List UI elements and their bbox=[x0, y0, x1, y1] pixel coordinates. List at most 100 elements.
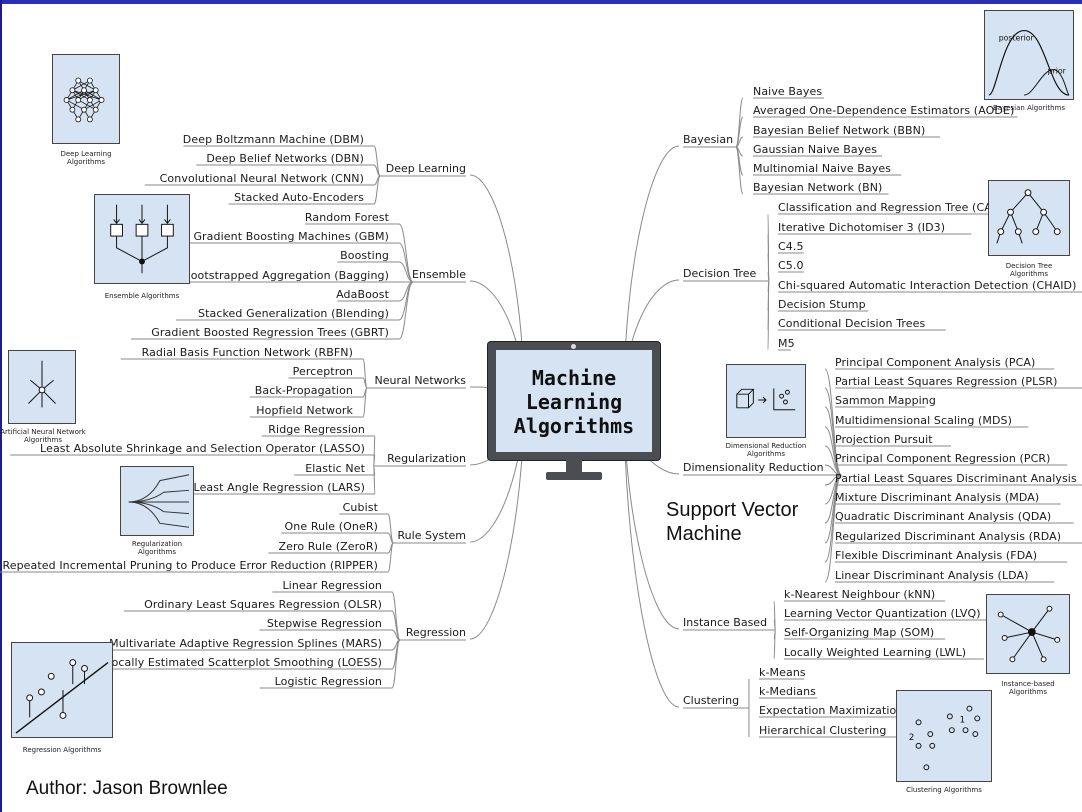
algorithm-item: Convolutional Neural Network (CNN) bbox=[159, 172, 364, 185]
algorithm-item: Classification and Regression Tree (CART… bbox=[778, 201, 1011, 214]
algorithm-item: Bayesian Belief Network (BBN) bbox=[753, 124, 926, 137]
tree-icon bbox=[996, 189, 1061, 244]
algorithm-item: Chi-squared Automatic Interaction Detect… bbox=[778, 279, 1077, 292]
distribution-curves-icon: posterior prior bbox=[988, 29, 1070, 96]
clusters-icon: 1 2 bbox=[909, 705, 981, 771]
bayesian-thumbnail: posterior prior bbox=[984, 10, 1074, 100]
regularization-caption: Regularization Algorithms bbox=[131, 540, 183, 556]
algorithm-item: Gaussian Naive Bayes bbox=[753, 143, 878, 156]
algorithm-item: Naive Bayes bbox=[753, 85, 823, 98]
cluster-label-2: 2 bbox=[909, 733, 915, 743]
algorithm-item: Deep Boltzmann Machine (DBM) bbox=[182, 133, 364, 146]
instance-based-thumbnail bbox=[986, 594, 1070, 674]
algorithm-item: Linear Discriminant Analysis (LDA) bbox=[835, 569, 1029, 582]
algorithm-item: Locally Estimated Scatterplot Smoothing … bbox=[105, 656, 382, 669]
algorithm-item: Random Forest bbox=[304, 211, 389, 224]
deep-learning-thumbnail bbox=[52, 54, 120, 144]
title-line-1: Machine bbox=[531, 366, 617, 390]
algorithm-item: Hopfield Network bbox=[256, 404, 353, 417]
algorithm-item: Gradient Boosted Regression Trees (GBRT) bbox=[151, 326, 389, 339]
algorithm-item: Stacked Generalization (Blending) bbox=[197, 307, 389, 320]
algorithm-item: Partial Least Squares Regression (PLSR) bbox=[835, 375, 1058, 388]
algorithm-item: Self-Organizing Map (SOM) bbox=[784, 626, 935, 639]
dimensional-reduction-thumbnail bbox=[726, 364, 806, 438]
algorithm-item: Conditional Decision Trees bbox=[778, 317, 926, 330]
clustering-thumbnail: 1 2 bbox=[896, 690, 992, 782]
monitor-camera-dot bbox=[571, 344, 576, 349]
algorithm-item: Hierarchical Clustering bbox=[759, 724, 887, 737]
algorithm-item: M5 bbox=[778, 337, 795, 350]
ensemble-icon bbox=[110, 204, 174, 274]
algorithm-item: Mixture Discriminant Analysis (MDA) bbox=[835, 491, 1040, 504]
nearest-neighbor-icon bbox=[997, 605, 1061, 663]
support-vector-machine-label: Support Vector Machine bbox=[666, 499, 799, 545]
left-accent-edge bbox=[0, 0, 2, 812]
category-decision-tree: Decision Tree bbox=[683, 267, 757, 280]
regression-line-icon bbox=[15, 659, 109, 734]
neural-net-icon bbox=[63, 77, 105, 123]
title-line-2: Learning bbox=[525, 390, 623, 414]
algorithm-item: Stepwise Regression bbox=[266, 617, 382, 630]
algorithm-item: Regularized Discriminant Analysis (RDA) bbox=[835, 530, 1062, 543]
algorithm-item: Bootstrapped Aggregation (Bagging) bbox=[183, 269, 389, 282]
cluster-label-1: 1 bbox=[960, 715, 966, 725]
instance-based-caption: Instance-based Algorithms bbox=[1001, 680, 1055, 696]
regression-caption: Regression Algorithms bbox=[22, 746, 102, 754]
algorithm-item: C5.0 bbox=[778, 259, 804, 272]
regularization-thumbnail bbox=[120, 466, 194, 536]
algorithm-item: Decision Stump bbox=[778, 298, 866, 311]
algorithm-item: C4.5 bbox=[778, 240, 804, 253]
algorithm-item: AdaBoost bbox=[336, 288, 389, 301]
central-monitor: Machine Learning Algorithms bbox=[488, 342, 660, 460]
algorithm-item: k-Means bbox=[759, 666, 806, 679]
monitor-screen: Machine Learning Algorithms bbox=[496, 350, 652, 452]
algorithm-item: Boosting bbox=[340, 249, 389, 262]
algorithm-item: Cubist bbox=[342, 501, 378, 514]
algorithm-item: Iterative Dichotomiser 3 (ID3) bbox=[778, 221, 946, 234]
algorithm-item: Principal Component Analysis (PCA) bbox=[835, 356, 1036, 369]
algorithm-item: Gradient Boosting Machines (GBM) bbox=[193, 230, 389, 243]
category-deep-learning: Deep Learning bbox=[385, 162, 466, 175]
category-instance-based: Instance Based bbox=[683, 616, 768, 629]
ensemble-caption: Ensemble Algorithms bbox=[104, 292, 180, 300]
clustering-caption: Clustering Algorithms bbox=[906, 786, 982, 794]
algorithm-item: Back-Propagation bbox=[254, 384, 353, 397]
algorithm-item: Locally Weighted Learning (LWL) bbox=[784, 646, 967, 659]
algorithm-item: Ordinary Least Squares Regression (OLSR) bbox=[144, 598, 382, 611]
category-bayesian: Bayesian bbox=[683, 133, 734, 146]
algorithm-item: Ridge Regression bbox=[268, 423, 365, 436]
algorithm-item: Least Absolute Shrinkage and Selection O… bbox=[40, 442, 365, 455]
algorithm-item: Linear Regression bbox=[282, 579, 382, 592]
algorithm-item: Projection Pursuit bbox=[835, 433, 933, 446]
author-credit: Author: Jason Brownlee bbox=[26, 778, 228, 799]
algorithm-item: Least Angle Regression (LARS) bbox=[193, 481, 365, 494]
deep-learning-caption: Deep Learning Algorithms bbox=[60, 150, 112, 166]
ensemble-thumbnail bbox=[94, 194, 190, 284]
algorithm-item: One Rule (OneR) bbox=[284, 520, 378, 533]
algorithm-item: Principal Component Regression (PCR) bbox=[835, 452, 1051, 465]
algorithm-item: Multinomial Naive Bayes bbox=[753, 162, 892, 175]
bayesian-caption: Bayesian Algorithms bbox=[992, 104, 1065, 112]
algorithm-item: k-Nearest Neighbour (kNN) bbox=[784, 588, 936, 601]
regularization-paths-icon bbox=[128, 474, 190, 528]
algorithm-item: Repeated Incremental Pruning to Produce … bbox=[2, 559, 378, 572]
prior-label: prior bbox=[1048, 67, 1067, 76]
page-title: Machine Learning Algorithms bbox=[496, 366, 652, 438]
artificial-neuron-icon bbox=[28, 360, 56, 408]
top-accent-bar bbox=[0, 0, 1082, 4]
algorithm-item: Flexible Discriminant Analysis (FDA) bbox=[835, 549, 1038, 562]
category-dimensionality-reduction: Dimensionality Reduction bbox=[683, 461, 824, 474]
algorithm-item: Elastic Net bbox=[305, 462, 365, 475]
algorithm-item: Averaged One-Dependence Estimators (AODE… bbox=[753, 104, 1015, 117]
category-regression: Regression bbox=[405, 626, 466, 639]
neural-network-thumbnail bbox=[8, 350, 76, 424]
neural-network-caption: Artificial Neural Network Algorithms bbox=[0, 428, 86, 444]
monitor-neck bbox=[566, 460, 582, 474]
category-clustering: Clustering bbox=[683, 694, 740, 707]
regression-thumbnail bbox=[11, 642, 113, 738]
algorithm-item: Perceptron bbox=[292, 365, 353, 378]
algorithm-item: Logistic Regression bbox=[274, 675, 382, 688]
algorithm-item: Multivariate Adaptive Regression Splines… bbox=[109, 637, 382, 650]
algorithm-item: k-Medians bbox=[759, 685, 816, 698]
category-regularization: Regularization bbox=[387, 452, 466, 465]
